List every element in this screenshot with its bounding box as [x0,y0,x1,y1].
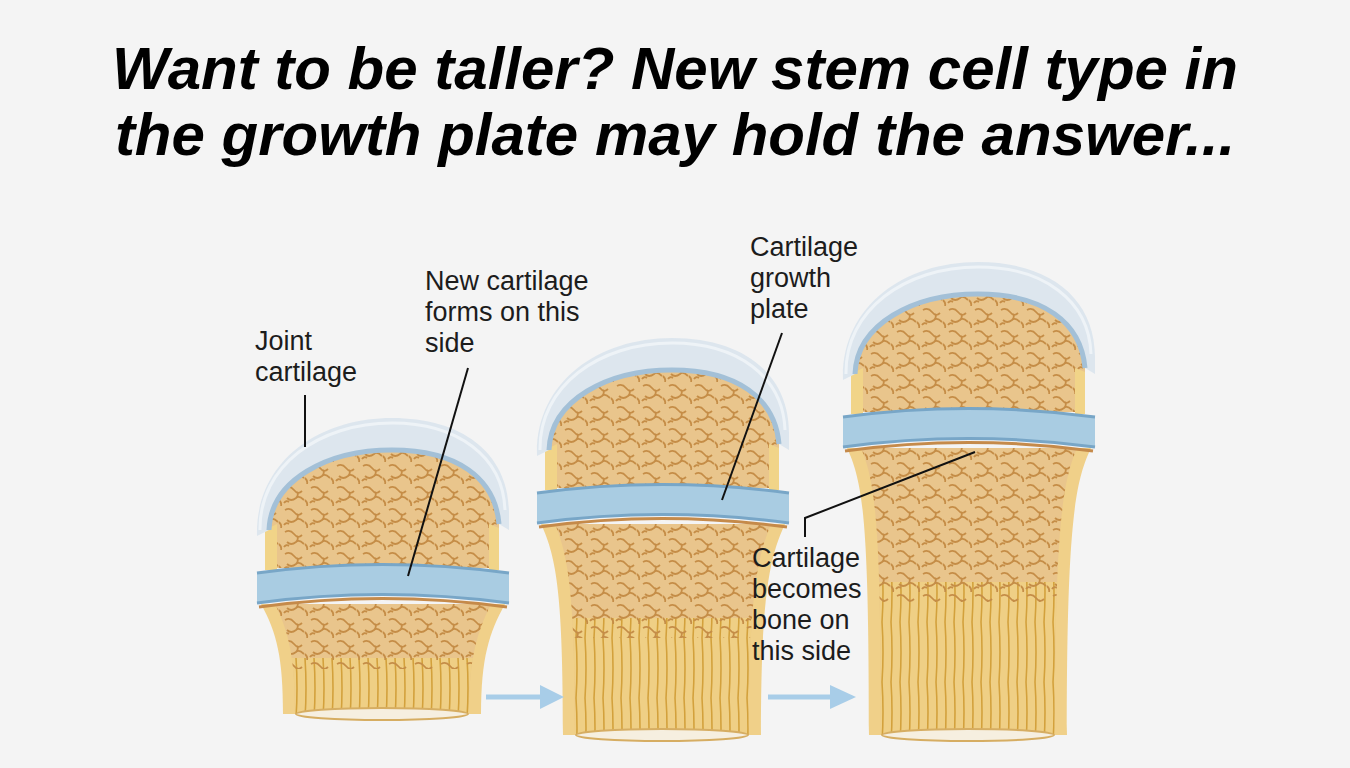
progression-arrow [486,685,564,709]
callout-label: Joint cartilage [255,326,370,388]
callout-label: Cartilage becomes bone on this side [752,543,867,667]
callout-label-slot: Cartilage becomes bone on this side [752,543,867,667]
callout-label-slot: New cartilage forms on this side [425,266,597,359]
progression-arrow [768,685,856,709]
title-slot: Want to be taller? New stem cell type in… [70,36,1280,168]
title: Want to be taller? New stem cell type in… [70,36,1280,168]
callout-label-slot: Cartilage growth plate [750,232,865,325]
callout-label: New cartilage forms on this side [425,266,597,359]
leader-lines [305,333,975,576]
callout-label-slot: Joint cartilage [255,326,370,388]
callout-label: Cartilage growth plate [750,232,865,325]
